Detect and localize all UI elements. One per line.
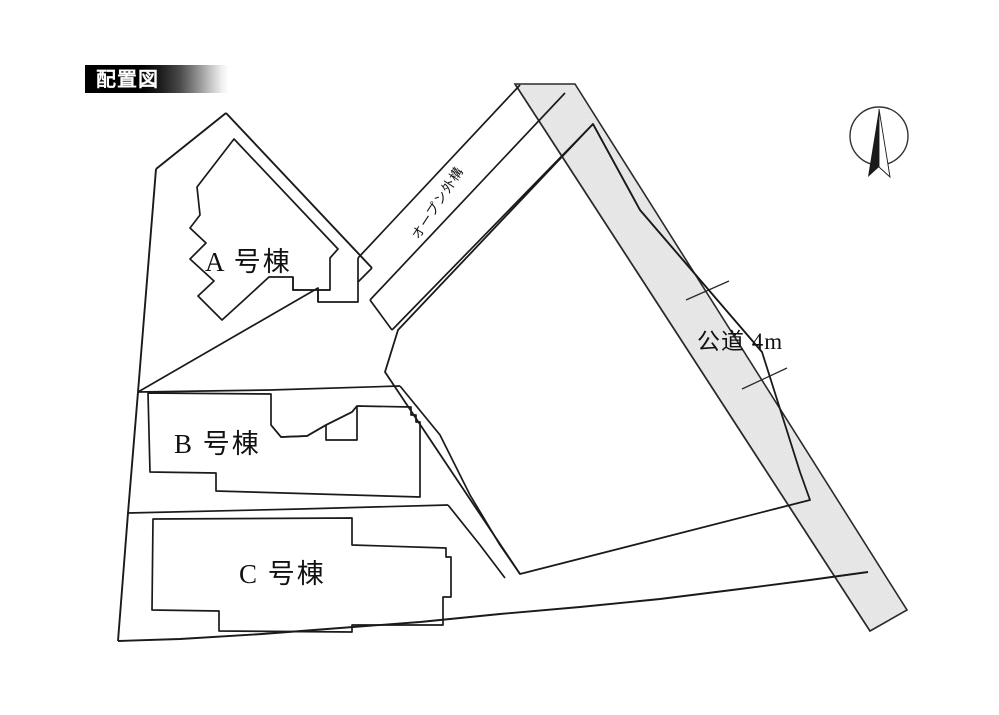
building-c-footprint	[151, 517, 452, 633]
compass-needle-light	[878, 108, 891, 179]
public-road-band	[513, 83, 909, 633]
public-road-label: 公道 4m	[697, 329, 784, 354]
courtyard-road-connector	[592, 123, 763, 353]
site-boundary	[117, 112, 869, 642]
building-c-label: C 号棟	[239, 559, 326, 589]
title-plate-label: 配置図	[96, 67, 159, 91]
divider-a-b	[137, 385, 401, 393]
road-tick-lower	[741, 367, 788, 390]
divider-b-c	[127, 504, 449, 514]
lower-lot-lines	[399, 385, 521, 579]
building-b-footprint-notch	[270, 405, 358, 441]
north-arrow-icon	[849, 106, 909, 179]
building-b-label: B 号棟	[174, 429, 261, 459]
parcel-divider-lines	[127, 385, 449, 514]
parcel-a-corner-detail	[292, 277, 330, 291]
title-plate: 配置図	[85, 65, 229, 93]
road-tick-upper	[685, 280, 730, 301]
compass-needle-dark	[868, 109, 879, 177]
parcel-a-lot-line	[137, 267, 373, 393]
building-a-label: A 号棟	[205, 247, 292, 277]
building-a-footprint	[189, 138, 339, 321]
